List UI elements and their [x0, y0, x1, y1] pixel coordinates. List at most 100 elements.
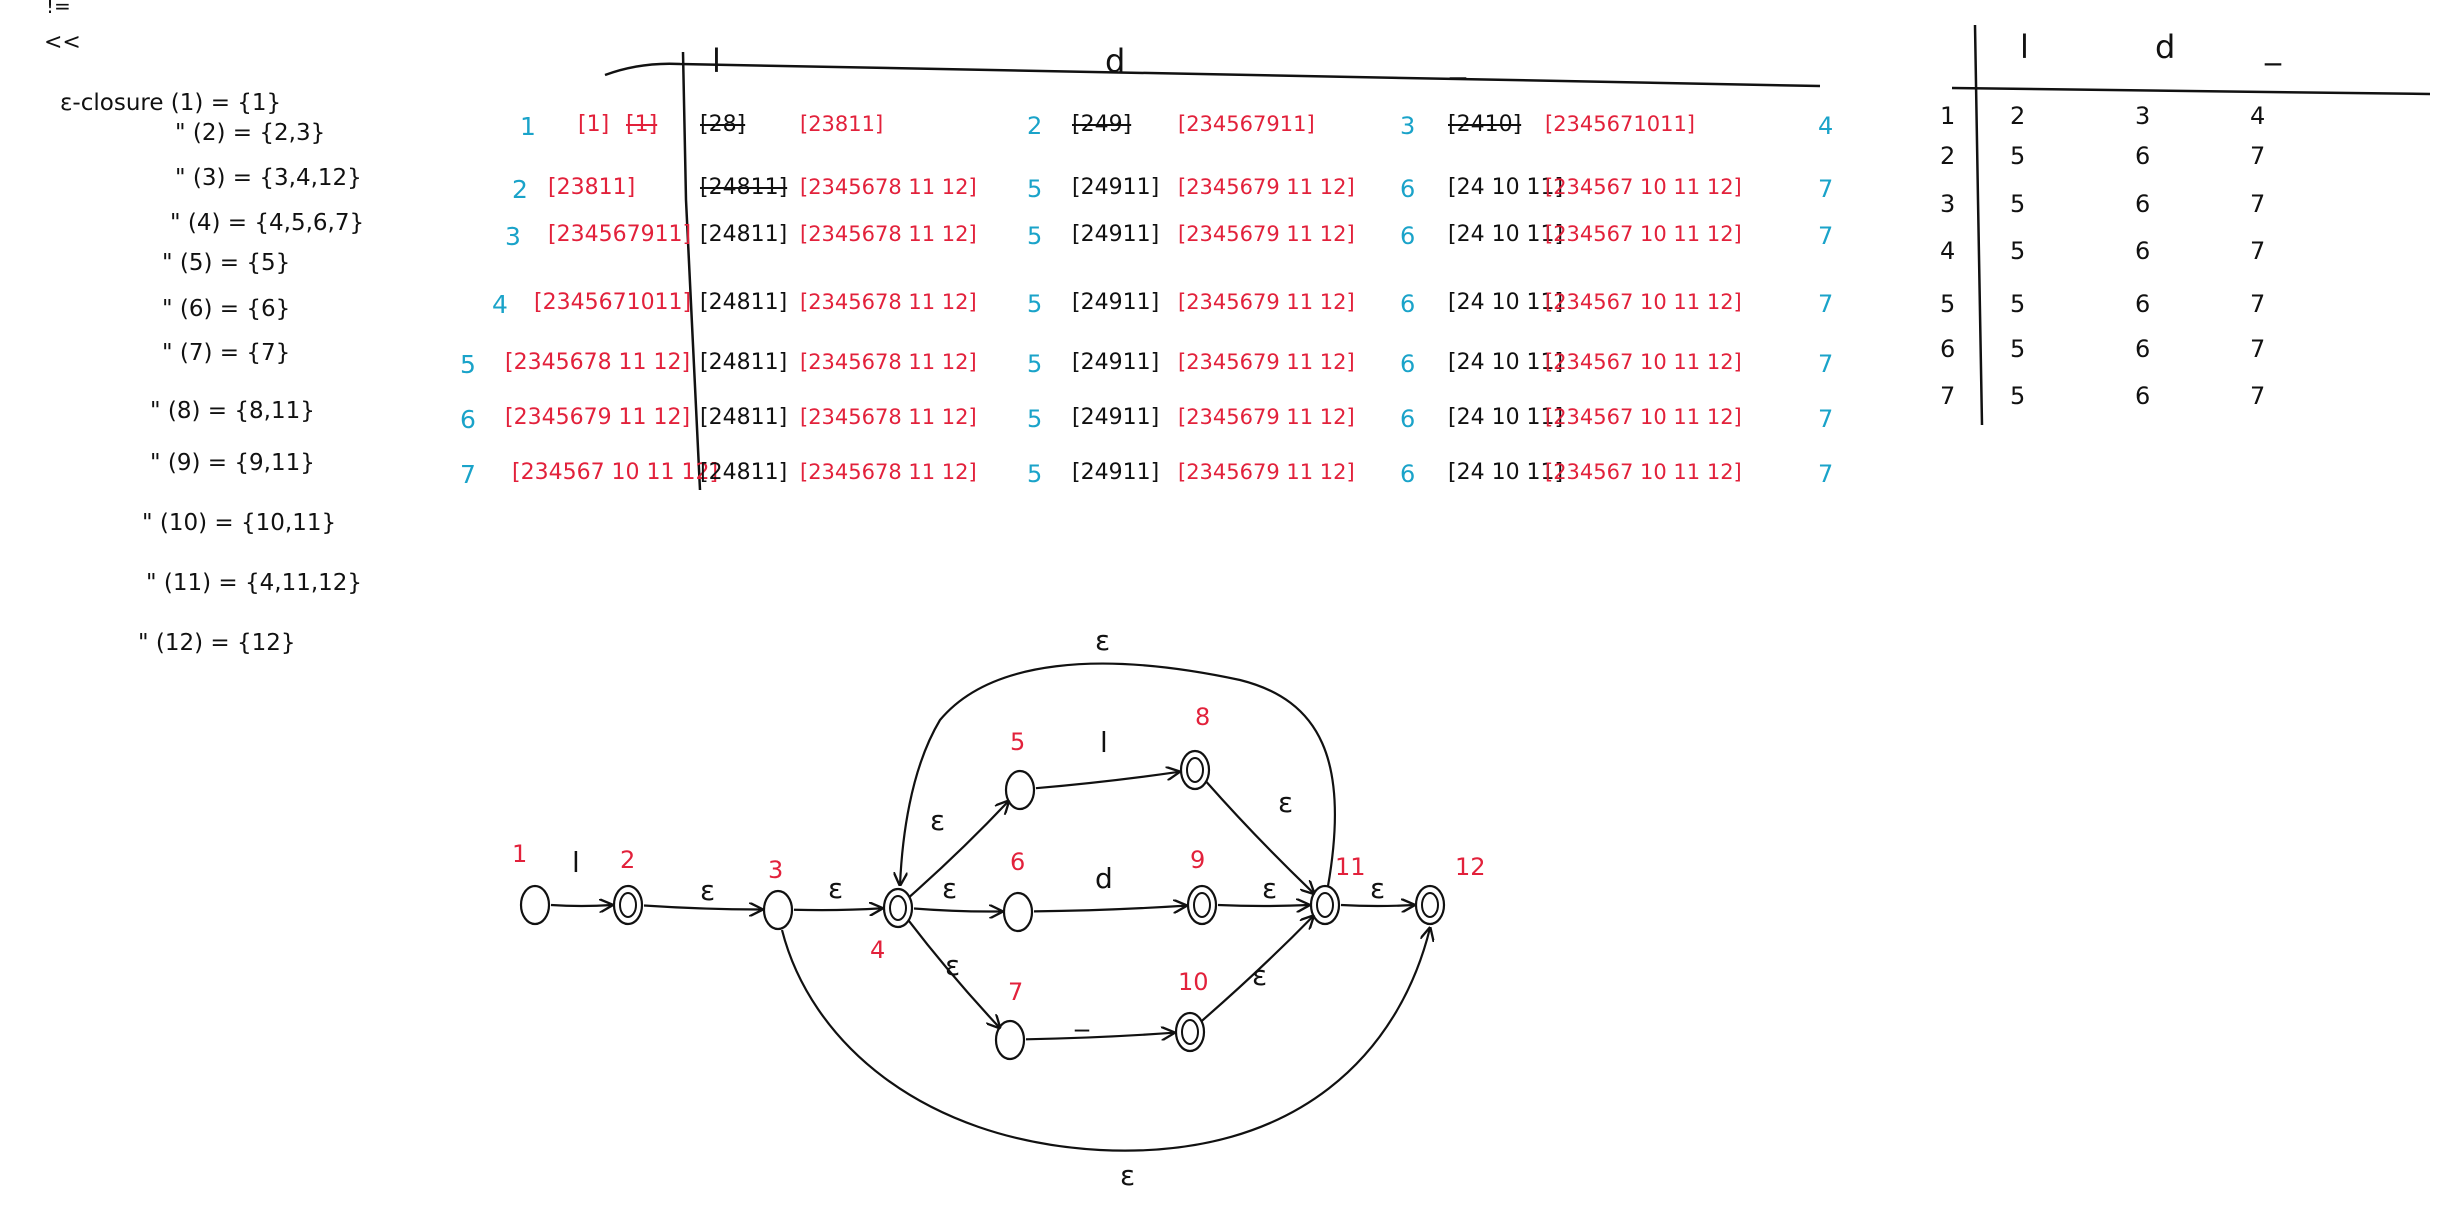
nfa-edge-8-11: [1205, 780, 1314, 894]
move-set: [24 10 11]: [1448, 175, 1564, 200]
nfa-state-label: 2: [620, 846, 635, 874]
nfa-edge-1-2: [550, 905, 612, 906]
nfa-state-label: 3: [768, 856, 783, 884]
closure-set: [234567 10 11 12]: [1545, 290, 1742, 314]
dfa-cell: 7: [2250, 190, 2266, 218]
move-set: [24811]: [700, 290, 788, 315]
move-set: [24811]: [700, 350, 788, 375]
nfa-state-label: 7: [1008, 978, 1023, 1006]
nfa-state-11-accept-ring: [1316, 892, 1334, 918]
dfa-cell: 6: [2135, 290, 2151, 318]
row-state: [23811]: [548, 175, 636, 200]
dfa-cell: 4: [2250, 102, 2266, 130]
move-set: [24811]: [700, 460, 788, 485]
nfa-edge-label: ε: [700, 874, 715, 907]
move-set: [24 10 11]: [1448, 290, 1564, 315]
epsilon-closure-entry: " (11) = {4,11,12}: [146, 570, 363, 596]
dfa-cell: 5: [2010, 335, 2026, 363]
nfa-edge-4-7: [907, 919, 999, 1028]
nfa-edge-11-12: [1340, 905, 1414, 906]
nfa-state-8: [1179, 749, 1211, 791]
epsilon-closure-entry: " (8) = {8,11}: [150, 398, 315, 424]
target-state: 7: [1818, 350, 1834, 378]
epsilon-closure-entry: ε-closure (1) = {1}: [60, 90, 282, 116]
dfa-header-l: l: [2020, 28, 2029, 66]
closure-set: [234567 10 11 12]: [1545, 460, 1742, 484]
closure-set: [2345679 11 12]: [1178, 350, 1355, 374]
nfa-edge-label: ε: [930, 804, 945, 837]
move-set: [24811]: [700, 175, 788, 200]
move-set: [24911]: [1072, 460, 1160, 485]
dfa-cell: 6: [2135, 382, 2151, 410]
target-state: 6: [1400, 405, 1416, 433]
nfa-state-4: [882, 887, 914, 929]
dfa-cell: 6: [2135, 335, 2151, 363]
target-state: 4: [1818, 112, 1834, 140]
dfa-row-state: 5: [1940, 290, 1956, 318]
nfa-state-2: [612, 884, 644, 926]
nfa-state-5: [1004, 769, 1036, 811]
move-set: [28]: [700, 112, 746, 137]
closure-set: [2345679 11 12]: [1178, 460, 1355, 484]
nfa-state-7: [994, 1019, 1026, 1061]
move-set: [24911]: [1072, 222, 1160, 247]
nfa-state-label: 6: [1010, 848, 1025, 876]
closure-set: [2345678 11 12]: [800, 222, 977, 246]
nfa-state-label: 12: [1455, 853, 1486, 881]
closure-set: [2345679 11 12]: [1178, 222, 1355, 246]
dfa-cell: 7: [2250, 335, 2266, 363]
target-state: 6: [1400, 290, 1416, 318]
nfa-edge-3-4: [793, 908, 882, 910]
nfa-state-label: 10: [1178, 968, 1209, 996]
closure-set: [2345678 11 12]: [800, 175, 977, 199]
nfa-edge-label: ε: [945, 949, 960, 982]
epsilon-closure-entry: " (5) = {5}: [162, 250, 291, 276]
move-set: [24 10 11]: [1448, 405, 1564, 430]
shift-left-mark: <<: [44, 30, 81, 55]
target-state: 7: [1818, 290, 1834, 318]
nfa-state-11: [1309, 884, 1341, 926]
target-state: 7: [1818, 405, 1834, 433]
nfa-edge-9-11: [1217, 905, 1309, 906]
dfa-cell: 5: [2010, 142, 2026, 170]
target-state: 6: [1400, 175, 1416, 203]
nfa-state-label: 11: [1335, 853, 1366, 881]
move-set: [24911]: [1072, 350, 1160, 375]
nfa-edge-11-4: [900, 662, 1337, 886]
epsilon-closure-entry: " (9) = {9,11}: [150, 450, 315, 476]
closure-set: [2345678 11 12]: [800, 460, 977, 484]
closure-set: [2345678 11 12]: [800, 350, 977, 374]
row-state: [234567 10 11 12]: [512, 460, 719, 485]
closure-set: [234567 10 11 12]: [1545, 405, 1742, 429]
nfa-edge-7-10: [1025, 1033, 1174, 1040]
nfa-state-12-accept-ring: [1421, 892, 1439, 918]
dfa-header-d: d: [2155, 28, 2176, 66]
nfa-edge-label: d: [1095, 862, 1113, 895]
dfa-row-state: 4: [1940, 237, 1956, 265]
target-state: 5: [1027, 290, 1043, 318]
move-set: [249]: [1072, 112, 1132, 137]
nfa-state-1: [519, 884, 551, 926]
nfa-state-label: 9: [1190, 846, 1205, 874]
epsilon-closure-entry: " (3) = {3,4,12}: [175, 165, 362, 191]
subset-header-underscore: _: [1450, 42, 1466, 80]
target-state: 5: [1027, 222, 1043, 250]
closure-set: [23811]: [800, 112, 884, 136]
row-id: 5: [460, 350, 476, 379]
row-state: [2345678 11 12]: [505, 350, 691, 375]
nfa-state-label: 5: [1010, 728, 1025, 756]
target-state: 6: [1400, 222, 1416, 250]
row-state: [2345679 11 12]: [505, 405, 691, 430]
nfa-state-10-accept-ring: [1181, 1019, 1199, 1045]
nfa-edge-label: _: [1074, 999, 1090, 1032]
target-state: 5: [1027, 175, 1043, 203]
epsilon-closure-entry: " (4) = {4,5,6,7}: [170, 210, 365, 236]
target-state: 5: [1027, 460, 1043, 488]
nfa-state-6: [1002, 891, 1034, 933]
closure-set: [2345671011]: [1545, 112, 1695, 136]
closure-set: [234567 10 11 12]: [1545, 350, 1742, 374]
dfa-cell: 2: [2010, 102, 2026, 130]
